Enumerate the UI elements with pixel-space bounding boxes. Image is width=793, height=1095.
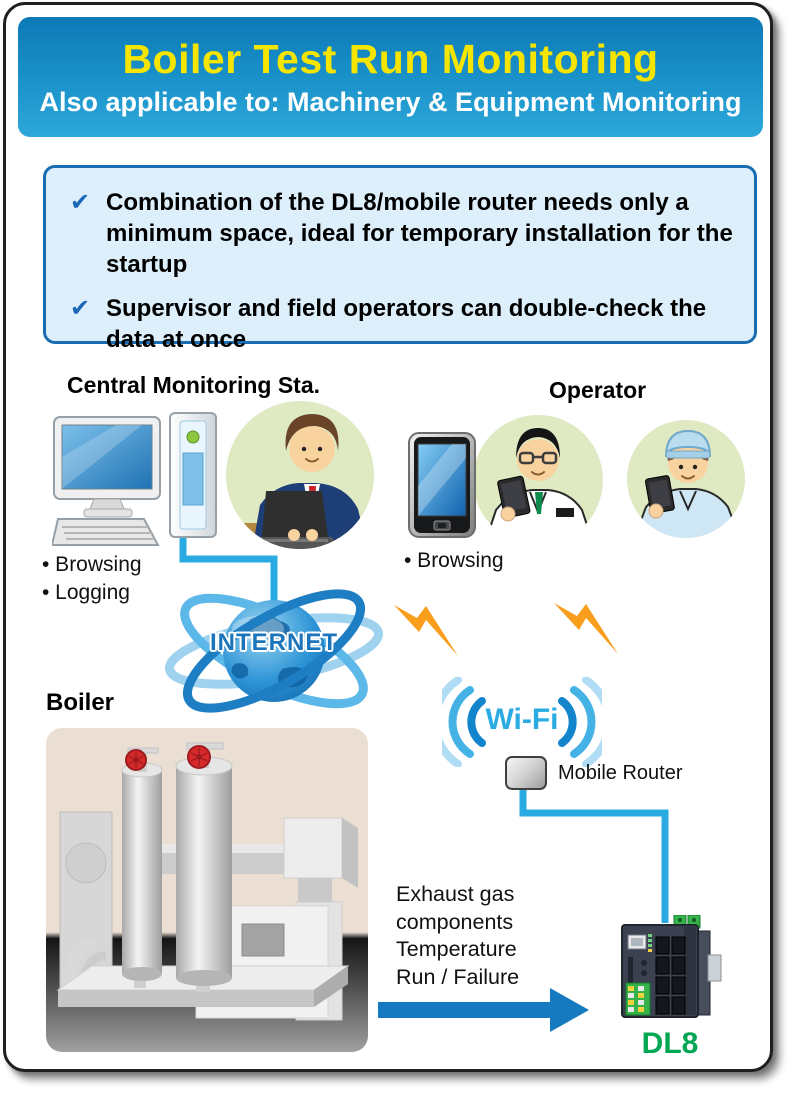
page-subtitle: Also applicable to: Machinery & Equipmen… — [39, 87, 742, 117]
boiler-signals-text: Exhaust gas components Temperature Run /… — [396, 881, 519, 991]
dl8-device-icon — [621, 915, 722, 1018]
operator-phone-icon — [408, 432, 476, 538]
operator-avatar-engineer — [473, 415, 603, 545]
lightning-icon — [554, 603, 618, 654]
lightning-icon — [394, 605, 458, 656]
signal-item: Run / Failure — [396, 964, 520, 989]
operator-functions: • Browsing — [404, 547, 504, 575]
internet-label: INTERNET — [210, 629, 338, 656]
feature-text: Combination of the DL8/mobile router nee… — [106, 189, 733, 278]
dl8-label: DL8 — [641, 1027, 699, 1060]
function-item: • Browsing — [42, 553, 142, 576]
router-to-dl8-connector — [519, 788, 669, 923]
wifi-label: Wi-Fi — [485, 703, 559, 736]
internet-globe-icon — [164, 589, 384, 713]
arrow-right-icon — [378, 988, 589, 1032]
signal-item: Exhaust gas — [396, 882, 515, 906]
boiler-label: Boiler — [46, 689, 115, 716]
header-banner: Boiler Test Run Monitoring Also applicab… — [18, 17, 763, 137]
feature-item: ✔ Supervisor and field operators can dou… — [70, 293, 734, 355]
pc-to-internet-connector — [179, 523, 278, 609]
page-title: Boiler Test Run Monitoring — [122, 36, 659, 82]
check-icon: ✔ — [70, 189, 91, 216]
mobile-router-icon — [505, 756, 547, 790]
signal-item: Temperature — [396, 937, 517, 961]
wifi-signal-icon — [442, 677, 602, 767]
operator-label: Operator — [549, 377, 647, 403]
feature-item: ✔ Combination of the DL8/mobile router n… — [70, 187, 734, 280]
central-station-functions: • Browsing • Logging — [42, 551, 142, 607]
central-station-label: Central Monitoring Sta. — [67, 372, 320, 398]
function-item: • Logging — [42, 581, 130, 604]
function-item: • Browsing — [404, 549, 504, 572]
mobile-router-label: Mobile Router — [558, 762, 683, 784]
boiler-illustration — [46, 728, 368, 1052]
operator-avatar-worker — [627, 420, 745, 538]
desktop-computer-icon — [52, 412, 217, 546]
supervisor-avatar — [226, 401, 374, 549]
feature-text: Supervisor and field operators can doubl… — [106, 295, 707, 353]
check-icon: ✔ — [70, 295, 91, 322]
infographic-card: Boiler Test Run Monitoring Also applicab… — [3, 2, 773, 1072]
boiler-icon — [56, 742, 358, 1021]
signal-item: components — [396, 909, 514, 934]
connector-lines — [179, 523, 669, 923]
features-panel: ✔ Combination of the DL8/mobile router n… — [43, 165, 757, 353]
